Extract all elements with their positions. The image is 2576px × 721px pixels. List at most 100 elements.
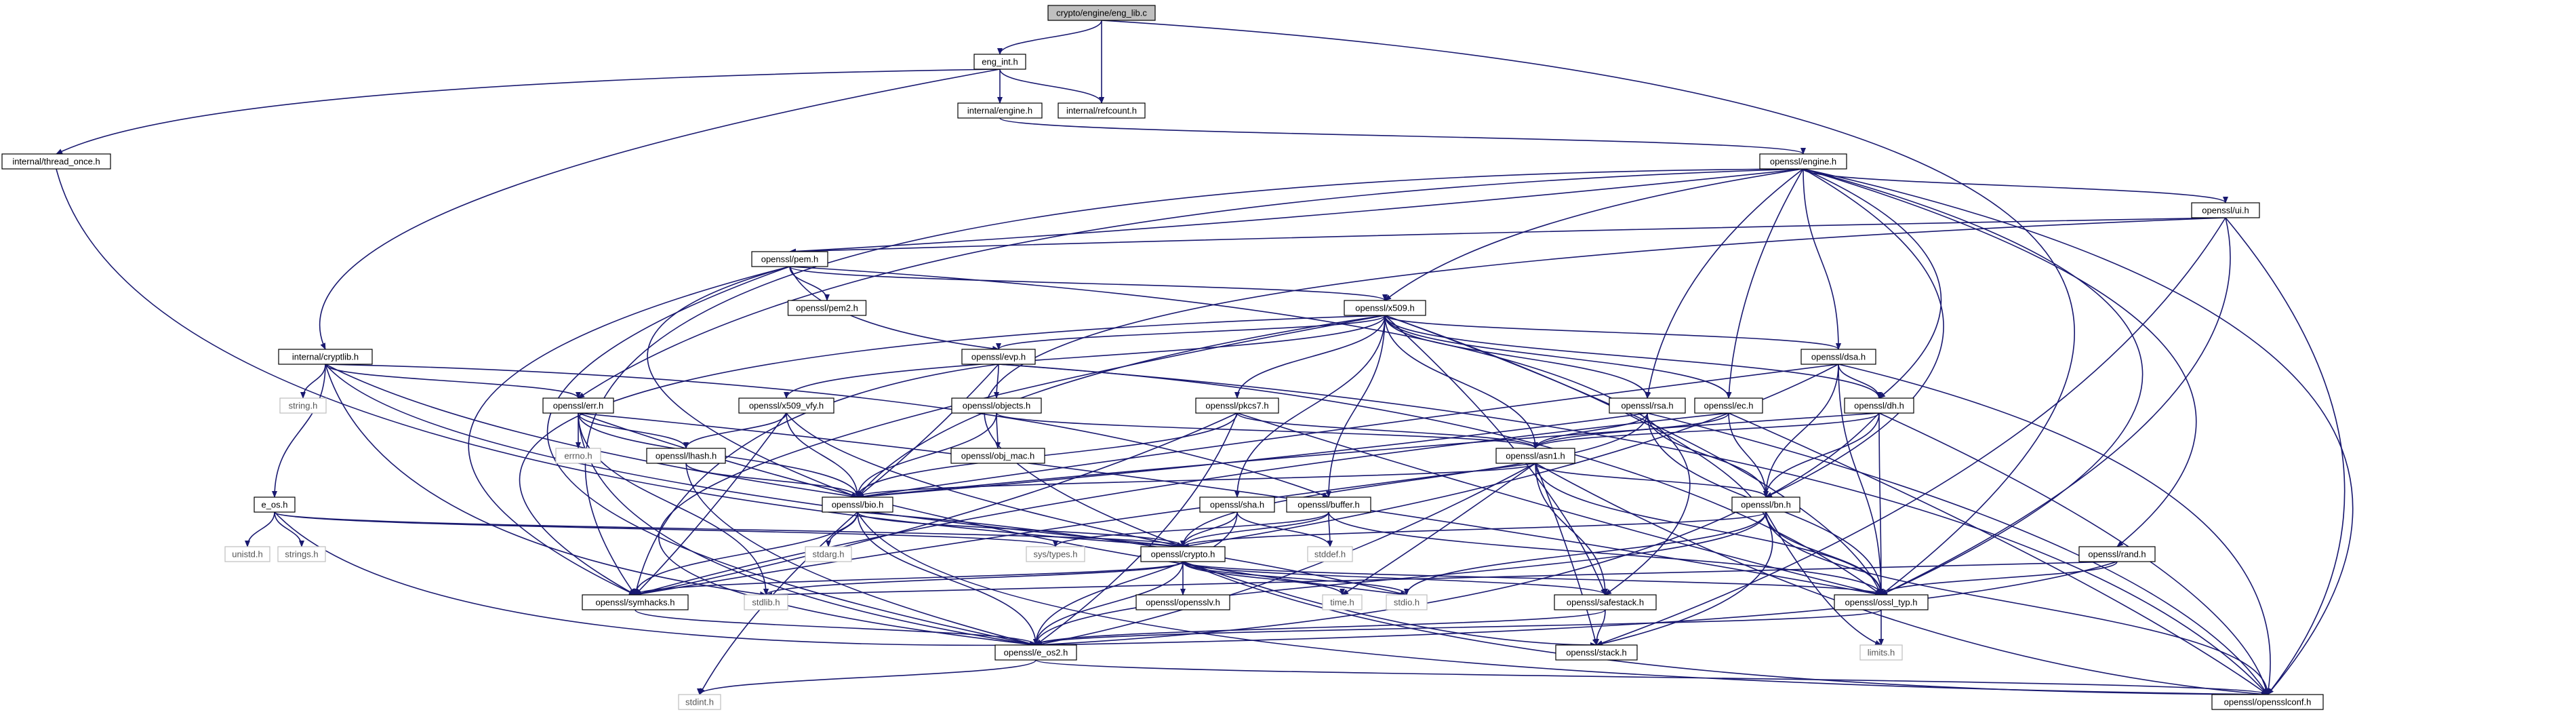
- node-openssl-ui-h[interactable]: openssl/ui.h: [2191, 202, 2260, 218]
- node-openssl-buffer-h[interactable]: openssl/buffer.h: [1286, 496, 1371, 513]
- node-openssl-pkcs7-h[interactable]: openssl/pkcs7.h: [1195, 397, 1279, 414]
- edge-openssl-asn1-h-to-openssl-bn-h: [1535, 463, 1769, 498]
- node-openssl-opensslv-h[interactable]: openssl/opensslv.h: [1135, 594, 1230, 610]
- node-openssl-opensslconf-h[interactable]: openssl/opensslconf.h: [2211, 694, 2324, 710]
- edge-openssl-asn1-h-to-openssl-safestack-h: [1535, 463, 1608, 596]
- node-label: time.h: [1330, 598, 1354, 608]
- node-stdarg-h: stdarg.h: [805, 546, 852, 562]
- node-label: limits.h: [1868, 648, 1895, 658]
- node-openssl-bn-h[interactable]: openssl/bn.h: [1731, 496, 1800, 513]
- node-label: string.h: [289, 401, 318, 411]
- node-box: [738, 397, 834, 414]
- edge-openssl-e-os2-h-to-stdint-h: [697, 659, 1037, 695]
- node-label: openssl/ec.h: [1704, 401, 1754, 411]
- edge-openssl-pem-h-to-openssl-pem2-h: [789, 266, 830, 301]
- node-label: internal/refcount.h: [1066, 106, 1137, 116]
- node-openssl-ec-h[interactable]: openssl/ec.h: [1694, 397, 1763, 414]
- edge-openssl-dh-h-to-openssl-opensslconf-h: [1878, 412, 2269, 695]
- edge-openssl-x509-h-to-openssl-ec-h: [1384, 315, 1731, 399]
- node-label: openssl/symhacks.h: [595, 598, 675, 608]
- node-box: [787, 300, 867, 316]
- node-openssl-sha-h[interactable]: openssl/sha.h: [1199, 496, 1275, 513]
- edge-openssl-ossl-typ-h-to-openssl-e-os2-h: [1033, 609, 1882, 646]
- edge-openssl-engine-h-to-openssl-dsa-h: [1803, 168, 1841, 350]
- edge-eng-int-h-to-internal-refcount-h: [999, 69, 1104, 104]
- node-openssl-rand-h[interactable]: openssl/rand.h: [2078, 546, 2156, 562]
- edge-openssl-safestack-h-to-openssl-e-os2-h: [1033, 609, 1606, 646]
- node-box: [1609, 397, 1686, 414]
- node-openssl-rsa-h[interactable]: openssl/rsa.h: [1609, 397, 1686, 414]
- edge-openssl-ui-h-to-openssl-opensslconf-h: [2225, 217, 2346, 695]
- node-openssl-ossl-typ-h[interactable]: openssl/ossl_typ.h: [1834, 594, 1929, 610]
- node-openssl-crypto-h[interactable]: openssl/crypto.h: [1140, 546, 1226, 562]
- node-box: [1859, 644, 1903, 661]
- node-label: openssl/pem2.h: [796, 303, 858, 313]
- node-box: [1834, 594, 1929, 610]
- edge-openssl-ui-h-to-openssl-pem-h: [789, 217, 2226, 254]
- node-sys-types-h: sys/types.h: [1026, 546, 1085, 562]
- node-openssl-asn1-h[interactable]: openssl/asn1.h: [1495, 448, 1575, 464]
- edge-openssl-crypto-h-to-stdlib-h: [763, 561, 1184, 596]
- edge-e-os-h-to-unistd-h: [245, 511, 275, 547]
- node-errno-h: errno.h: [555, 448, 601, 464]
- edge-openssl-pkcs7-h-to-openssl-symhacks-h: [635, 412, 1238, 597]
- node-box: [1731, 496, 1800, 513]
- node-openssl-pem-h[interactable]: openssl/pem.h: [751, 251, 828, 267]
- edge-openssl-crypto-h-to-time-h: [1182, 561, 1345, 596]
- node-openssl-evp-h[interactable]: openssl/evp.h: [961, 349, 1036, 365]
- edge-openssl-x509-vfy-h-to-openssl-bio-h: [786, 412, 860, 498]
- edge-openssl-engine-h-to-openssl-ui-h: [1803, 168, 2228, 203]
- edge-openssl-err-h-to-openssl-lhash-h: [578, 412, 689, 449]
- node-label: e_os.h: [261, 500, 287, 510]
- node-openssl-symhacks-h[interactable]: openssl/symhacks.h: [582, 594, 689, 610]
- file-nodes: crypto/engine/eng_lib.c eng_int.h internal…: [1, 5, 2324, 710]
- node-openssl-safestack-h[interactable]: openssl/safestack.h: [1554, 594, 1657, 610]
- node-openssl-x509-h[interactable]: openssl/x509.h: [1344, 300, 1426, 316]
- node-openssl-lhash-h[interactable]: openssl/lhash.h: [646, 448, 726, 464]
- node-box: [1047, 5, 1156, 21]
- edge-openssl-crypto-h-to-openssl-safestack-h: [1182, 561, 1608, 596]
- node-label: errno.h: [564, 451, 592, 461]
- edge-internal-cryptlib-h-to-openssl-crypto-h: [325, 364, 1184, 549]
- node-internal-cryptlib-h[interactable]: internal/cryptlib.h: [278, 349, 373, 365]
- node-openssl-bio-h[interactable]: openssl/bio.h: [822, 496, 893, 513]
- node-label: stdarg.h: [813, 549, 845, 560]
- edge-openssl-engine-h-to-openssl-x509-h: [1384, 168, 1804, 301]
- edge-openssl-x509-h-to-openssl-evp-h: [996, 315, 1386, 350]
- node-openssl-pem2-h[interactable]: openssl/pem2.h: [787, 300, 867, 316]
- node-openssl-x509-vfy-h[interactable]: openssl/x509_vfy.h: [738, 397, 834, 414]
- node-eng-int-h[interactable]: eng_int.h: [973, 54, 1026, 70]
- node-openssl-e-os2-h[interactable]: openssl/e_os2.h: [994, 644, 1077, 661]
- node-label: openssl/stack.h: [1566, 648, 1627, 658]
- node-openssl-dh-h[interactable]: openssl/dh.h: [1844, 397, 1914, 414]
- edge-openssl-buffer-h-to-openssl-crypto-h: [1180, 511, 1329, 547]
- node-openssl-dsa-h[interactable]: openssl/dsa.h: [1800, 349, 1876, 365]
- node-openssl-stack-h[interactable]: openssl/stack.h: [1555, 644, 1638, 661]
- node-box: [2211, 694, 2324, 710]
- node-label: openssl/evp.h: [971, 352, 1026, 362]
- node-box: [224, 546, 270, 562]
- edge-openssl-asn1-h-to-openssl-opensslconf-h: [1535, 463, 2268, 697]
- node-box: [1555, 644, 1638, 661]
- node-box: [1800, 349, 1876, 365]
- node-box: [1199, 496, 1275, 513]
- node-eng-lib-c[interactable]: crypto/engine/eng_lib.c: [1047, 5, 1156, 21]
- edge-openssl-pkcs7-h-to-openssl-bio-h: [855, 412, 1238, 498]
- edge-openssl-bio-h-to-openssl-e-os2-h: [857, 511, 1039, 646]
- node-stdint-h: stdint.h: [678, 694, 721, 710]
- node-openssl-objects-h[interactable]: openssl/objects.h: [951, 397, 1042, 414]
- node-internal-thread-once-h[interactable]: internal/thread_once.h: [1, 153, 111, 170]
- node-box: [1140, 546, 1226, 562]
- node-openssl-err-h[interactable]: openssl/err.h: [542, 397, 614, 414]
- node-box: [1694, 397, 1763, 414]
- node-e-os-h[interactable]: e_os.h: [254, 496, 296, 513]
- edge-openssl-engine-h-to-openssl-symhacks-h: [584, 168, 1804, 596]
- node-openssl-obj-mac-h[interactable]: openssl/obj_mac.h: [950, 448, 1045, 464]
- node-stddef-h: stddef.h: [1307, 546, 1353, 562]
- edge-openssl-pem-h-to-openssl-x509-h: [789, 266, 1388, 301]
- node-label: openssl/opensslconf.h: [2224, 697, 2312, 707]
- node-internal-engine-h[interactable]: internal/engine.h: [957, 102, 1043, 119]
- node-openssl-engine-h[interactable]: openssl/engine.h: [1759, 153, 1847, 170]
- node-internal-refcount-h[interactable]: internal/refcount.h: [1058, 102, 1146, 119]
- edge-openssl-engine-h-to-openssl-bn-h: [1765, 168, 1944, 498]
